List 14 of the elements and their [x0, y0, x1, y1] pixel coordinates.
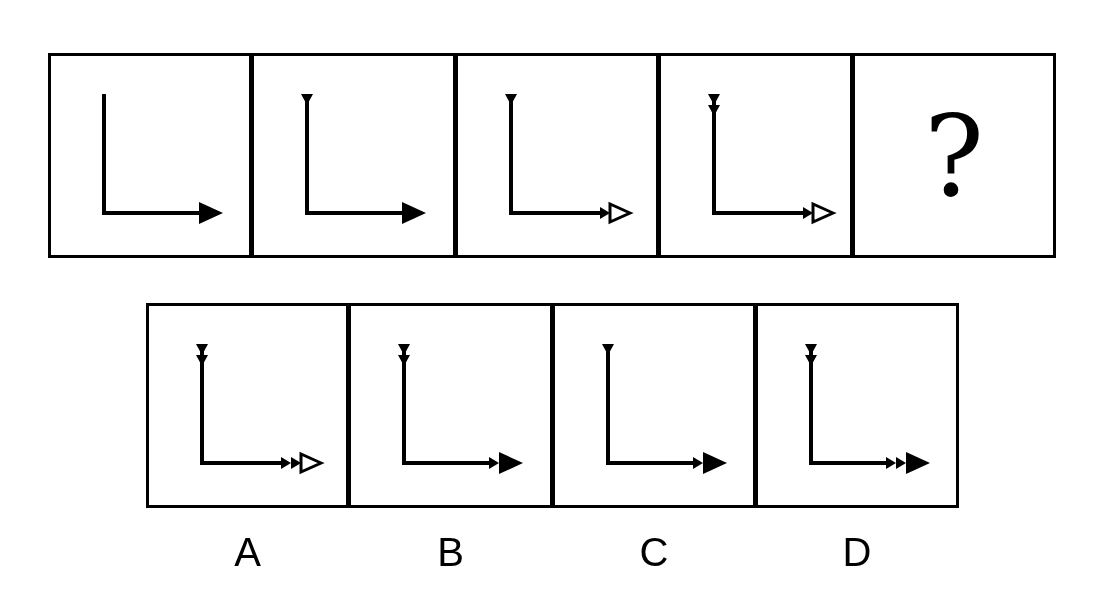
option-label: C: [638, 532, 670, 572]
figure-cell: [146, 303, 349, 508]
figure-cell: [455, 53, 659, 258]
option-label: B: [436, 532, 465, 572]
figure-cell: [48, 53, 252, 258]
option-label: A: [233, 532, 262, 572]
figure-cell: [658, 53, 853, 258]
figure-cell: [552, 303, 756, 508]
question-mark: ?: [923, 99, 984, 212]
figure-cell: [348, 303, 553, 508]
question-cell: [852, 53, 1056, 258]
figure-cell: [755, 303, 959, 508]
figure-cell: [251, 53, 456, 258]
option-label: D: [841, 532, 873, 572]
